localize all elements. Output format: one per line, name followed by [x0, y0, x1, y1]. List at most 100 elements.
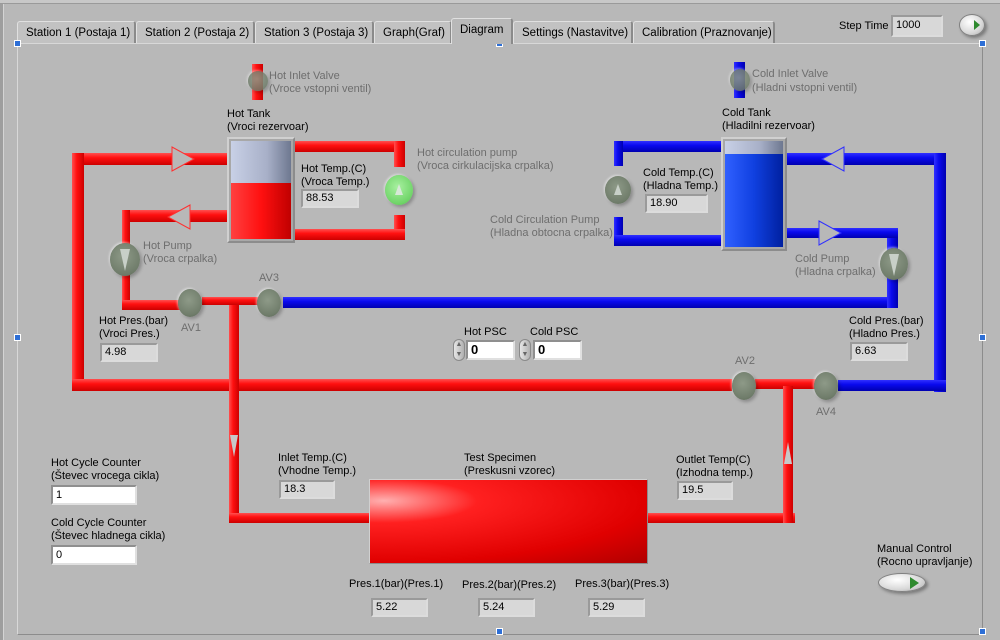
hot-circ-pipe-right-top — [394, 141, 405, 167]
pump-arrow-up-icon — [614, 184, 622, 195]
cold-temp-value: 18.90 — [645, 194, 708, 213]
hot-tank — [227, 137, 295, 243]
play-icon — [974, 20, 980, 30]
av1-av3-pipe — [202, 297, 258, 305]
pump-arrow-up-icon — [395, 184, 403, 195]
cold-inlet-valve[interactable] — [730, 69, 750, 91]
hot-tank-fill — [231, 183, 291, 239]
cold-tank-fill — [725, 154, 783, 247]
av4-label: AV4 — [816, 406, 836, 418]
inlet-temp-value: 18.3 — [279, 480, 335, 499]
flow-arrow-right-icon — [818, 220, 843, 246]
hot-cycle-counter-input[interactable]: 1 — [51, 485, 137, 505]
hot-temp-value: 88.53 — [301, 189, 359, 208]
hot-inlet-valve-sublabel: (Vroce vstopni ventil) — [269, 83, 372, 95]
cold-pres-sublabel: (Hladno Pres.) — [849, 328, 920, 340]
cold-circ-pipe-top — [614, 141, 724, 152]
hot-circ-pipe-top — [295, 141, 405, 152]
cold-pump-sublabel: (Hladna crpalka) — [795, 266, 876, 278]
hot-inlet-valve[interactable] — [248, 71, 268, 91]
play-icon — [910, 577, 919, 589]
tab-station-3[interactable]: Station 3 (Postaja 3) — [255, 21, 374, 43]
av3-label: AV3 — [259, 272, 279, 284]
resize-handle[interactable] — [14, 334, 21, 341]
valve-av3[interactable] — [257, 289, 281, 317]
tab-settings[interactable]: Settings (Nastavitve) — [513, 21, 633, 43]
tab-station-2[interactable]: Station 2 (Postaja 2) — [136, 21, 255, 43]
av2-av4-pipe — [755, 379, 817, 389]
tab-calibration[interactable]: Calibration (Praznovanje) — [633, 21, 775, 43]
pres1-label: Pres.1(bar)(Pres.1) — [349, 578, 444, 590]
valve-av1[interactable] — [178, 289, 202, 317]
pres3-value: 5.29 — [588, 598, 645, 617]
hot-cycle-label: Hot Cycle Counter — [51, 457, 141, 469]
cold-circulation-pump[interactable] — [605, 176, 631, 204]
step-time-input[interactable]: 1000 — [891, 15, 943, 37]
resize-handle[interactable] — [496, 628, 503, 635]
hot-circ-pump-sublabel: (Vroca cirkulacijska crpalka) — [417, 160, 554, 172]
hot-tank-label: Hot Tank — [227, 108, 271, 120]
cold-psc-stepper[interactable]: ▲▼ — [519, 339, 531, 361]
hot-temp-label: Hot Temp.(C) — [301, 163, 367, 175]
hot-pump-label: Hot Pump — [143, 240, 192, 252]
hot-psc-label: Hot PSC — [464, 326, 507, 338]
resize-handle[interactable] — [14, 40, 21, 47]
hot-temp-sublabel: (Vroca Temp.) — [301, 176, 370, 188]
window-left-edge — [0, 4, 4, 640]
valve-av4[interactable] — [814, 372, 838, 400]
cold-return-pipe-bottom — [838, 380, 946, 391]
manual-control-label: Manual Control — [877, 543, 952, 555]
tab-graph[interactable]: Graph(Graf) — [374, 21, 452, 43]
tab-station-1[interactable]: Station 1 (Postaja 1) — [17, 21, 136, 43]
cold-tank-sublabel: (Hladilni rezervoar) — [722, 120, 815, 132]
resize-handle[interactable] — [979, 40, 986, 47]
cold-inlet-valve-sublabel: (Hladni vstopni ventil) — [752, 82, 858, 94]
cold-pump-label: Cold Pump — [795, 253, 850, 265]
tab-diagram[interactable]: Diagram — [451, 18, 513, 44]
cold-tank-label: Cold Tank — [722, 107, 771, 119]
pres3-label: Pres.3(bar)(Pres.3) — [575, 578, 670, 590]
run-toggle[interactable] — [959, 14, 985, 36]
step-time-label: Step Time — [839, 20, 889, 32]
hot-return-pipe-bottom — [72, 379, 732, 391]
hot-circulation-pump[interactable] — [385, 175, 413, 205]
window-top-edge — [0, 0, 1000, 4]
inlet-temp-sublabel: (Vhodne Temp.) — [278, 465, 357, 477]
manual-control-toggle[interactable] — [878, 573, 926, 592]
resize-handle[interactable] — [979, 334, 986, 341]
hot-psc-stepper[interactable]: ▲▼ — [453, 339, 465, 361]
hot-pump-pipe-bottom — [122, 300, 180, 310]
cold-inlet-valve-label: Cold Inlet Valve — [752, 68, 829, 80]
av1-label: AV1 — [181, 322, 201, 334]
hot-circ-pipe-bottom — [295, 229, 405, 240]
cold-circ-pipe-bottom — [614, 235, 724, 246]
inlet-temp-label: Inlet Temp.(C) — [278, 452, 347, 464]
hot-psc-input[interactable]: 0 — [466, 340, 515, 360]
cold-cycle-label: Cold Cycle Counter — [51, 517, 147, 529]
cold-psc-input[interactable]: 0 — [533, 340, 582, 360]
hot-pump[interactable] — [110, 243, 140, 276]
valve-av2[interactable] — [732, 372, 756, 400]
cold-temp-sublabel: (Hladna Temp.) — [643, 180, 718, 192]
cold-circ-pump-sublabel: (Hladna obtocna crpalka) — [490, 227, 613, 239]
cold-return-pipe-right — [934, 153, 946, 392]
cold-pres-value: 6.63 — [850, 342, 908, 361]
manual-control-sublabel: (Rocno upravljanje) — [877, 556, 973, 568]
specimen-outlet-pipe — [645, 513, 795, 523]
cold-pres-label: Cold Pres.(bar) — [849, 315, 924, 327]
hot-pres-sublabel: (Vroci Pres.) — [99, 328, 160, 340]
hot-circ-pipe-right-bottom — [394, 215, 405, 240]
hot-cycle-sublabel: (Števec vrocega cikla) — [51, 470, 160, 482]
cold-pump[interactable] — [880, 248, 908, 280]
hot-pres-value: 4.98 — [100, 343, 158, 362]
cold-psc-label: Cold PSC — [530, 326, 579, 338]
pres2-value: 5.24 — [478, 598, 535, 617]
cold-cycle-sublabel: (Števec hladnega cikla) — [51, 530, 166, 542]
outlet-temp-label: Outlet Temp(C) — [676, 454, 751, 466]
cold-circ-pump-label: Cold Circulation Pump — [490, 214, 600, 226]
specimen-sublabel: (Preskusni vzorec) — [464, 465, 556, 477]
cold-cycle-counter-input[interactable]: 0 — [51, 545, 137, 565]
outlet-temp-value: 19.5 — [677, 481, 733, 500]
cold-circ-pipe-left-bottom — [614, 217, 623, 246]
resize-handle[interactable] — [979, 628, 986, 635]
